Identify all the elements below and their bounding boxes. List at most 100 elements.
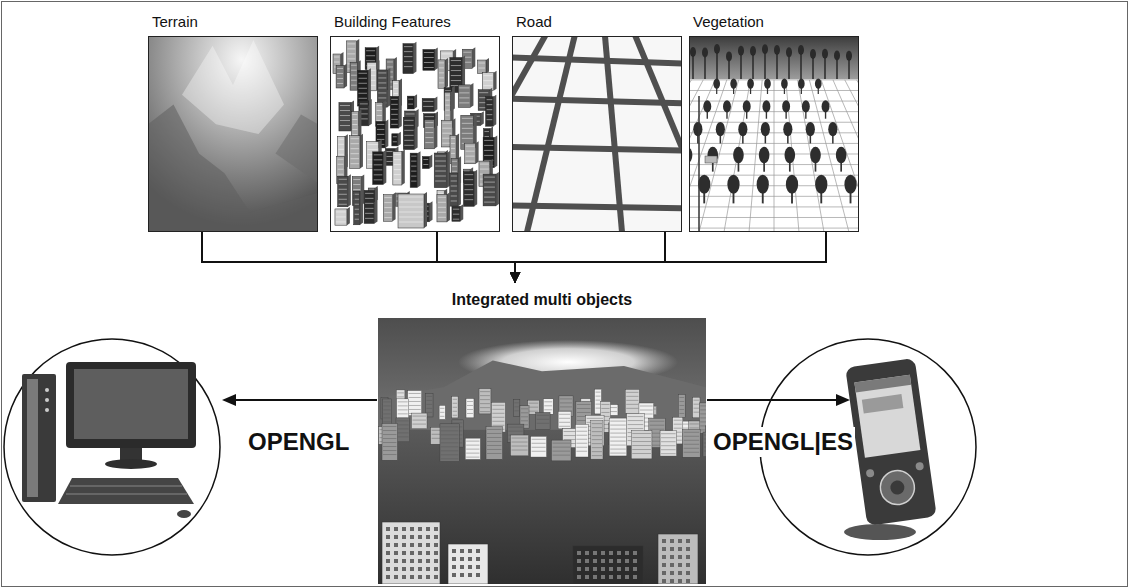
scene-window-row <box>412 416 426 417</box>
foreground-window <box>418 559 422 563</box>
building-side <box>434 96 437 111</box>
building-window-row <box>340 105 350 106</box>
ground-grid <box>689 80 703 232</box>
scene-window-row <box>480 411 490 412</box>
tree-crown <box>698 175 710 194</box>
foreground-window <box>426 567 430 571</box>
foreground-window <box>593 567 597 571</box>
building-window-row <box>340 115 350 116</box>
building-window-row <box>442 53 453 54</box>
building-block <box>477 60 486 73</box>
scene-ground <box>378 430 706 584</box>
scene-window-row <box>397 424 409 425</box>
building-window-row <box>411 166 416 167</box>
building-window-row <box>340 120 350 121</box>
building-window-row <box>442 128 451 129</box>
far-tree <box>822 49 828 59</box>
building-window-row <box>464 194 473 195</box>
building-window-row <box>391 99 398 100</box>
building-window-row <box>353 179 360 180</box>
scene-window-row <box>466 457 479 458</box>
pc-light <box>45 388 49 392</box>
foreground-window <box>434 559 438 563</box>
scene-window-row <box>626 396 638 397</box>
ground-grid <box>723 80 750 232</box>
building-window-row <box>377 129 384 130</box>
arrow-head <box>836 394 850 406</box>
scene-window-row <box>640 410 653 411</box>
foreground-window <box>617 551 621 555</box>
scene-window-row <box>537 423 549 424</box>
scene-window-row <box>610 449 626 450</box>
building-window-row <box>374 164 383 165</box>
scene-window-row <box>492 421 504 422</box>
ground-grid <box>833 80 859 232</box>
building-window-row <box>445 115 449 116</box>
sign-board <box>705 156 717 163</box>
scene-window-row <box>610 437 626 438</box>
foreground-window <box>402 559 406 563</box>
building-window-row <box>451 195 457 196</box>
scene-window-row <box>453 422 462 423</box>
scene-window-row <box>537 419 549 420</box>
building-window-row <box>351 75 357 76</box>
ground-grid <box>821 80 859 232</box>
pc-screen <box>74 369 188 439</box>
building-window-row <box>352 124 357 125</box>
scene-window-row <box>592 447 602 448</box>
far-tree <box>834 51 840 61</box>
scene-window-row <box>440 416 444 417</box>
building-window-row <box>451 190 457 191</box>
image-frame <box>330 36 500 232</box>
scene-window-row <box>492 413 504 414</box>
pda-screen <box>854 375 920 458</box>
tree-crown <box>738 122 747 136</box>
scene-window-row <box>398 409 408 410</box>
image-panel: Vegetation <box>689 12 859 232</box>
api-label: OPENGL|ES <box>711 427 855 457</box>
scene-building <box>382 424 397 461</box>
scene-window-row <box>529 411 539 412</box>
foreground-window <box>386 559 390 563</box>
foreground-window <box>593 575 597 579</box>
building-window-row <box>337 78 343 79</box>
building-window-row <box>484 177 495 178</box>
building-window-row <box>336 211 346 212</box>
foreground-window <box>577 551 581 555</box>
building-window-row <box>368 149 378 150</box>
building-window-row <box>439 82 444 83</box>
building-window-row <box>358 98 366 99</box>
foreground-window <box>678 563 682 567</box>
scene-window-row <box>694 412 699 413</box>
ground-grid <box>689 228 859 229</box>
scene-window-row <box>467 401 473 402</box>
building-window-row <box>394 83 398 84</box>
tree-crown <box>844 175 856 194</box>
building-window-row <box>459 87 469 88</box>
scene-window-row <box>453 407 457 408</box>
building-window-row <box>394 164 401 165</box>
tree-crown <box>828 122 837 136</box>
building-window-row <box>387 61 393 62</box>
keyboard-keys <box>66 494 187 495</box>
foreground-window <box>476 549 480 553</box>
building-block <box>392 134 398 146</box>
integrated-view: Integrated multi objects <box>378 284 706 584</box>
foreground-window <box>686 563 690 567</box>
foreground-window <box>601 567 605 571</box>
foreground-window <box>633 575 637 579</box>
foreground-window <box>593 551 597 555</box>
building-side <box>398 132 401 146</box>
ground-grid <box>689 175 859 176</box>
scene-window-row <box>661 453 676 454</box>
scene-window-row <box>397 396 404 397</box>
building-side <box>472 47 475 68</box>
ground-grid <box>689 80 727 232</box>
building-window-row <box>394 179 401 180</box>
building-window-row <box>353 189 360 190</box>
terrain-render <box>148 36 318 232</box>
building-window-row <box>399 222 423 223</box>
foreground-window <box>402 527 406 531</box>
foreground-window <box>418 551 422 555</box>
